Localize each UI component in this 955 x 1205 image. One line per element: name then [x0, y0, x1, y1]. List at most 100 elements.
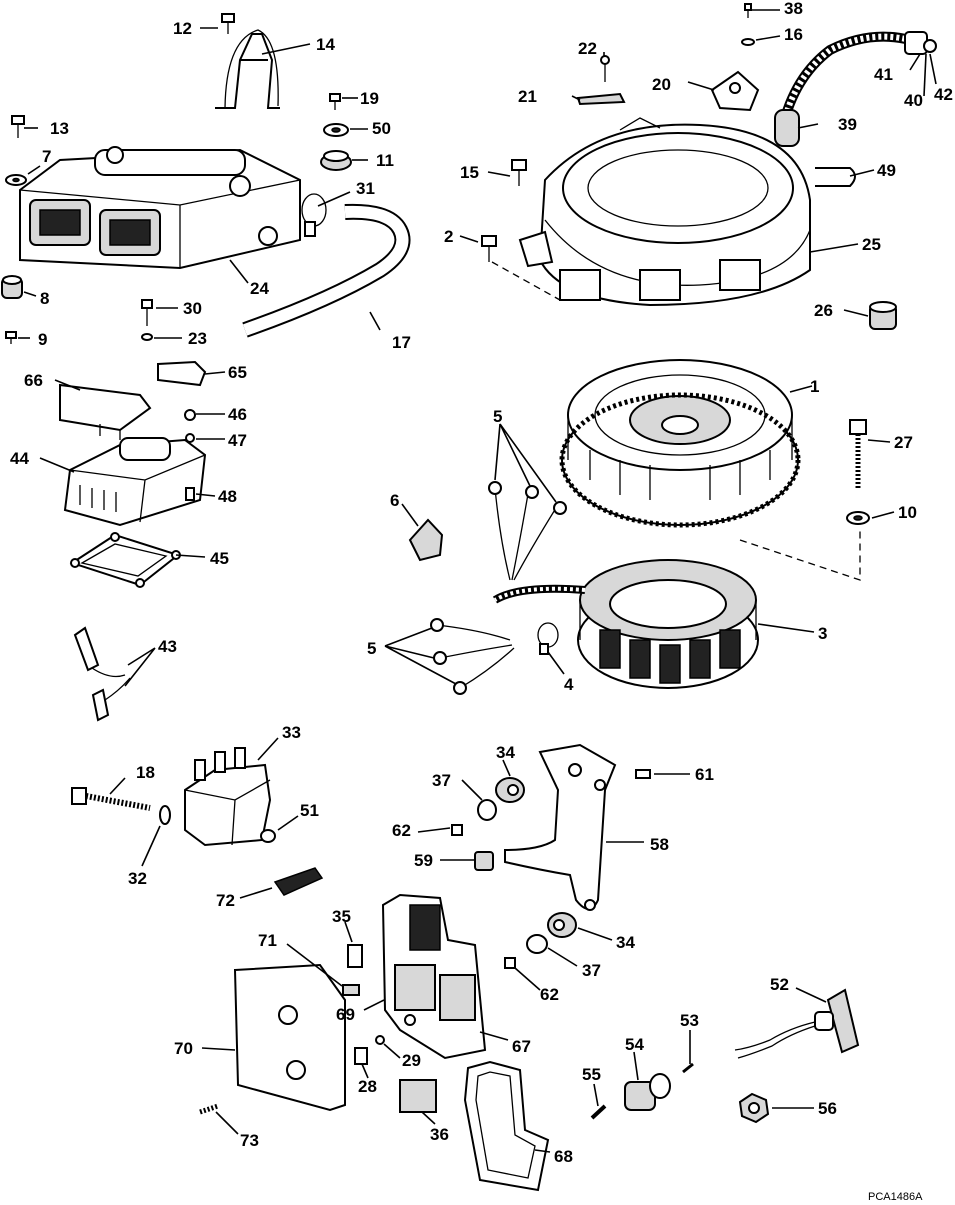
callout-29: 29	[402, 1051, 421, 1070]
callout-4: 4	[564, 675, 574, 694]
callout-55: 55	[582, 1065, 601, 1084]
callout-3: 3	[818, 624, 827, 643]
callout-10: 10	[898, 503, 917, 522]
callout-27: 27	[894, 433, 913, 452]
callout-25: 25	[862, 235, 881, 254]
pin-55	[590, 1104, 607, 1120]
callout-37-upper: 37	[432, 771, 451, 790]
stator-3	[577, 559, 759, 689]
screw-13	[11, 115, 25, 138]
callout-46: 46	[228, 405, 247, 424]
callout-21: 21	[518, 87, 537, 106]
screw-28	[354, 1047, 368, 1065]
washer-32	[159, 805, 171, 825]
callout-23: 23	[188, 329, 207, 348]
callout-34-lower: 34	[616, 933, 635, 952]
callout-40: 40	[904, 91, 923, 110]
screw-48	[185, 487, 195, 501]
screw-38	[744, 3, 752, 18]
clip-49	[815, 167, 856, 187]
washer-37-lower	[526, 934, 548, 954]
nut-46	[184, 409, 196, 421]
washer-50	[323, 123, 349, 137]
screw-15	[511, 159, 527, 186]
callout-5-upper: 5	[493, 407, 502, 426]
callout-13: 13	[50, 119, 69, 138]
drawing-reference: PCA1486A	[868, 1191, 923, 1203]
callout-6: 6	[390, 491, 399, 510]
callout-31: 31	[356, 179, 375, 198]
callout-20: 20	[652, 75, 671, 94]
spark-plug-boots-43	[73, 626, 131, 722]
callout-62-upper: 62	[392, 821, 411, 840]
callout-14: 14	[316, 35, 335, 54]
connector-40-41-42	[904, 31, 937, 55]
callout-71: 71	[258, 931, 277, 950]
bracket-20	[710, 70, 760, 112]
clamp-4	[537, 622, 559, 655]
callout-32: 32	[128, 869, 147, 888]
fuse-35	[347, 944, 363, 968]
callout-52: 52	[770, 975, 789, 994]
hose-17	[242, 203, 411, 338]
callout-7: 7	[42, 147, 51, 166]
callout-43: 43	[158, 637, 177, 656]
washer-10	[846, 511, 870, 525]
callout-34-upper: 34	[496, 743, 515, 762]
plug-54	[624, 1073, 671, 1111]
callout-67: 67	[512, 1037, 531, 1056]
callout-12: 12	[173, 19, 192, 38]
washer-34-upper	[495, 777, 525, 803]
callout-48: 48	[218, 487, 237, 506]
terminal-cover-72	[273, 867, 324, 896]
relay-box-67	[381, 893, 487, 1060]
callout-2: 2	[444, 227, 453, 246]
connector-52	[734, 988, 860, 1059]
callout-59: 59	[414, 851, 433, 870]
screw-12	[221, 13, 235, 34]
callout-70: 70	[174, 1039, 193, 1058]
callout-54: 54	[625, 1035, 644, 1054]
callout-26: 26	[814, 301, 833, 320]
callout-9: 9	[38, 330, 47, 349]
washer-34-lower	[547, 912, 577, 938]
callout-11: 11	[376, 151, 394, 170]
callout-44: 44	[10, 449, 29, 468]
callout-8: 8	[40, 289, 49, 308]
washer-37-upper	[477, 799, 497, 821]
stud-27	[849, 419, 867, 488]
stator-leads-5	[430, 481, 586, 695]
power-pack-24	[19, 146, 301, 270]
callout-36: 36	[430, 1125, 449, 1144]
washer-16	[741, 38, 755, 46]
callout-42: 42	[934, 85, 953, 104]
callout-24: 24	[250, 279, 269, 298]
screw-62-lower	[504, 957, 516, 969]
callout-16: 16	[784, 25, 803, 44]
bracket-14	[215, 29, 280, 109]
screw-61	[635, 769, 651, 779]
callout-53: 53	[680, 1011, 699, 1030]
callout-37-lower: 37	[582, 961, 601, 980]
washer-47	[185, 433, 195, 443]
callout-5-lower: 5	[367, 639, 376, 658]
screw-19	[329, 93, 341, 110]
callout-38: 38	[784, 0, 803, 18]
callout-18: 18	[136, 763, 155, 782]
flywheel-1	[559, 359, 801, 528]
screw-73	[199, 1103, 219, 1115]
relay-36	[399, 1079, 437, 1113]
bracket-22	[600, 55, 610, 82]
ignition-coil-33	[184, 747, 272, 847]
screw-2	[481, 235, 497, 262]
pin-53	[682, 1062, 694, 1074]
gasket-45	[69, 532, 181, 588]
regulator-44	[63, 437, 207, 527]
callout-50: 50	[372, 119, 391, 138]
callout-labels: 1 2 3 4 5 5 6 7 8 9 10 11 12 13 14 15 16…	[10, 0, 953, 1166]
callout-19: 19	[360, 89, 379, 108]
callout-39: 39	[838, 115, 857, 134]
washer-51	[260, 829, 276, 843]
screw-30	[141, 299, 153, 326]
